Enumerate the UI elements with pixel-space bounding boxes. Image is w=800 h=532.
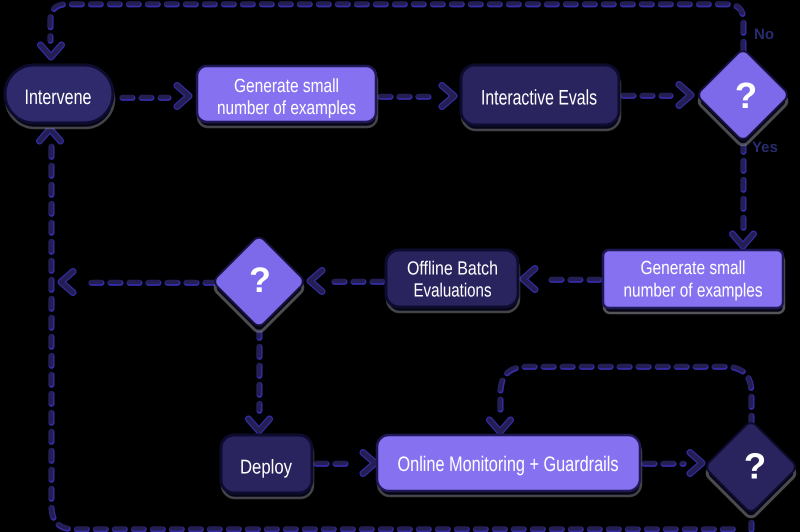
svg-text:Offline Batch: Offline Batch xyxy=(407,259,498,280)
svg-text:Online Monitoring + Guardrail: Online Monitoring + Guardrails xyxy=(398,453,619,476)
svg-text:Generate small: Generate small xyxy=(641,258,746,279)
svg-text:?: ? xyxy=(249,260,271,300)
svg-text:No: No xyxy=(754,26,774,43)
svg-text:Intervene: Intervene xyxy=(25,86,92,109)
svg-text:Evaluations: Evaluations xyxy=(414,281,492,302)
svg-text:number of examples: number of examples xyxy=(624,281,763,302)
svg-text:Yes: Yes xyxy=(752,139,778,156)
svg-text:?: ? xyxy=(744,446,766,487)
svg-text:Generate small: Generate small xyxy=(234,76,339,97)
svg-text:number of examples: number of examples xyxy=(217,98,356,119)
svg-text:Deploy: Deploy xyxy=(240,457,292,479)
svg-text:Interactive Evals: Interactive Evals xyxy=(481,87,597,110)
svg-text:?: ? xyxy=(735,75,757,116)
